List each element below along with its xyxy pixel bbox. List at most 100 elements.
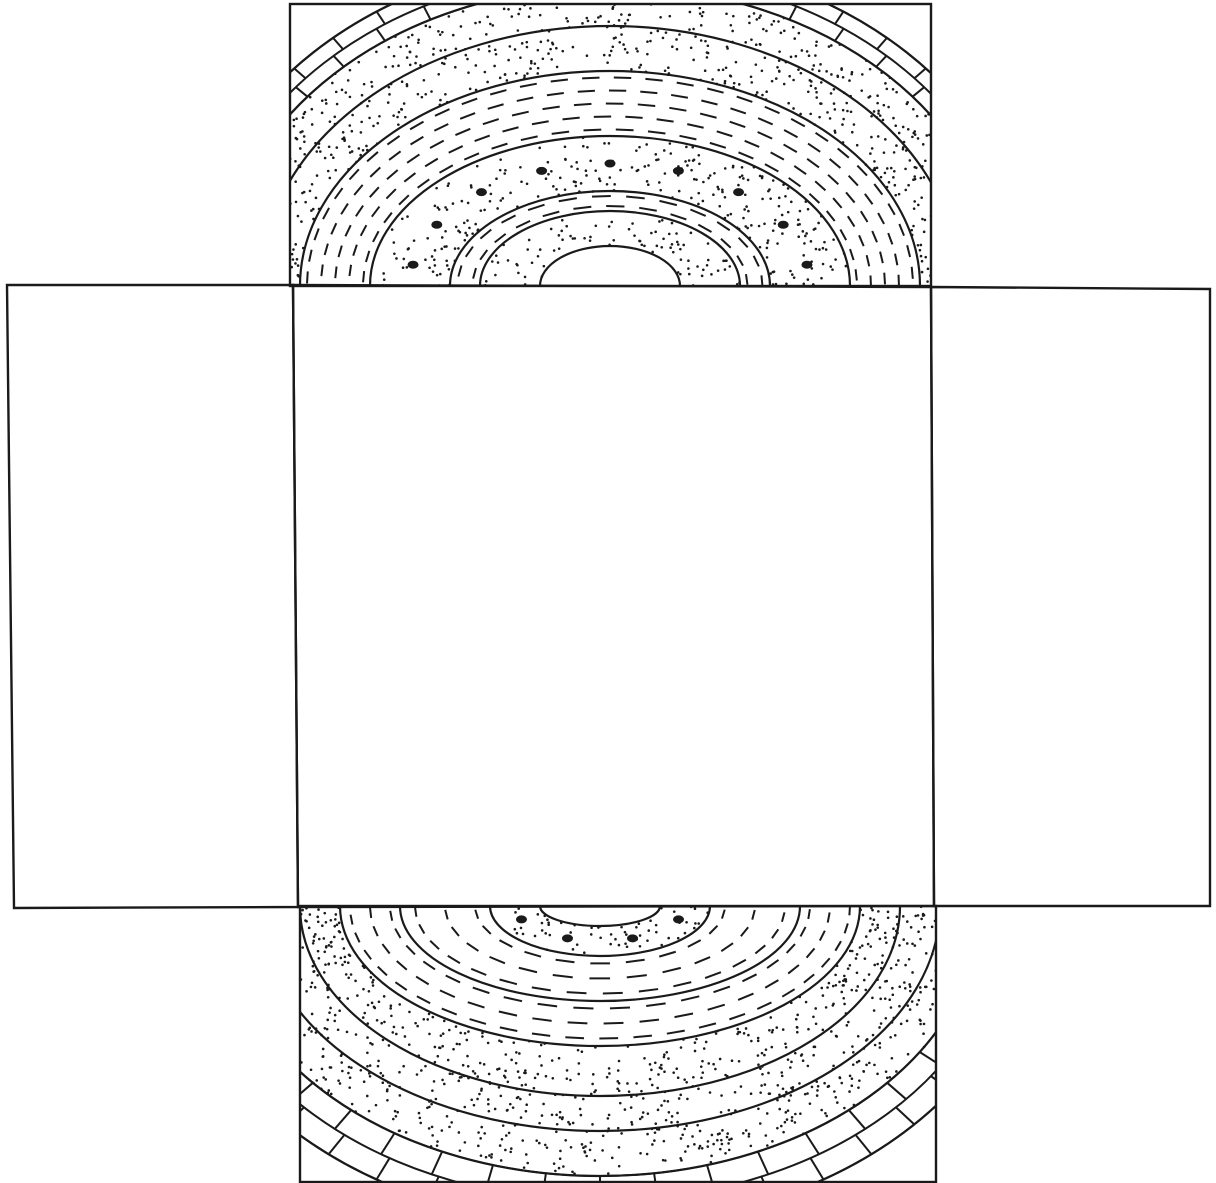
left-face-outline (7, 285, 298, 908)
sand-grain (635, 47, 638, 50)
sand-grain (894, 1034, 897, 1037)
sand-grain (834, 258, 837, 261)
sand-grain (684, 932, 687, 935)
sand-grain (992, 274, 995, 277)
sand-grain (324, 963, 327, 966)
sand-grain (702, 268, 705, 271)
sand-grain (833, 88, 836, 91)
sand-grain (434, 1046, 437, 1049)
sand-grain (370, 81, 373, 84)
shale-dash (468, 1002, 485, 1007)
sand-grain (896, 915, 899, 918)
sand-grain (967, 186, 970, 189)
sand-grain (741, 166, 744, 169)
sand-grain (303, 140, 306, 143)
sand-grain (275, 947, 278, 950)
sand-grain (464, 1032, 467, 1035)
sand-grain (728, 1138, 731, 1141)
sand-grain (967, 217, 970, 220)
sand-grain (685, 1081, 688, 1084)
sand-grain (847, 967, 850, 970)
sand-grain (381, 1081, 384, 1084)
sand-grain (583, 237, 586, 240)
sand-grain (323, 937, 326, 940)
sand-grain (613, 183, 616, 186)
shale-dash (567, 992, 587, 993)
sand-grain (260, 222, 263, 225)
sand-grain (444, 49, 447, 52)
shale-dash (788, 965, 799, 974)
limestone-joint (1007, 222, 1022, 225)
shale-dash (551, 80, 568, 82)
sand-grain (426, 1018, 429, 1021)
sand-grain (550, 58, 553, 61)
sand-grain (288, 919, 291, 922)
sand-grain (416, 1025, 419, 1028)
shale-dash (500, 1027, 517, 1031)
sand-grain (725, 259, 728, 262)
sand-grain (676, 1112, 679, 1115)
sand-grain (877, 109, 880, 112)
sand-grain (257, 169, 260, 172)
sand-grain (819, 63, 822, 66)
sand-grain (463, 1106, 466, 1109)
sand-grain (408, 1011, 411, 1014)
shale-dash (737, 256, 743, 266)
sand-grain (820, 1109, 823, 1112)
sand-grain (540, 41, 543, 44)
sand-grain (966, 212, 969, 215)
sand-grain (579, 1108, 582, 1111)
sand-grain (973, 267, 976, 270)
sand-grain (289, 928, 292, 931)
sand-grain (956, 951, 959, 954)
sand-grain (650, 232, 653, 235)
sand-grain (312, 942, 315, 945)
sand-grain (321, 924, 324, 927)
sand-grain (272, 978, 275, 981)
sand-grain (909, 159, 912, 162)
sand-grain (485, 280, 488, 283)
sand-grain (783, 29, 786, 32)
sand-grain (653, 1139, 656, 1142)
sand-grain (465, 54, 468, 57)
sand-grain (227, 251, 230, 254)
sand-grain (537, 913, 540, 916)
sand-grain (771, 1029, 774, 1032)
sand-grain (379, 1072, 382, 1075)
sand-grain (908, 983, 911, 986)
sand-grain (724, 80, 727, 83)
sand-grain (479, 1137, 482, 1140)
sand-grain (738, 83, 741, 86)
sand-grain (388, 46, 391, 49)
shale-dash (755, 945, 765, 953)
sand-grain (884, 82, 887, 85)
sand-grain (499, 1144, 502, 1147)
sand-grain (547, 921, 550, 924)
limestone-joint (835, 29, 844, 41)
sand-grain (474, 223, 477, 226)
sand-grain (992, 233, 995, 236)
sand-grain (274, 258, 277, 261)
sand-grain (867, 943, 870, 946)
sand-grain (303, 113, 306, 116)
shale-dash (722, 910, 725, 919)
sand-grain (257, 196, 260, 199)
sand-grain (510, 1059, 513, 1062)
shale-dash (741, 927, 748, 936)
sand-grain (678, 190, 681, 193)
sand-grain (464, 232, 467, 235)
shale-dash (370, 167, 380, 176)
sand-grain (740, 1085, 743, 1088)
shale-dash (710, 143, 726, 148)
sand-grain (931, 1003, 934, 1006)
sand-grain (327, 963, 330, 966)
sand-grain (472, 1070, 475, 1073)
sand-grain (742, 177, 745, 180)
shale-dash (648, 131, 665, 133)
limestone-joint (195, 1005, 219, 1013)
sand-grain (558, 1167, 561, 1170)
shale-dash (559, 198, 577, 201)
sand-grain (887, 106, 890, 109)
sand-grain (558, 1057, 561, 1060)
sand-grain (243, 918, 246, 921)
